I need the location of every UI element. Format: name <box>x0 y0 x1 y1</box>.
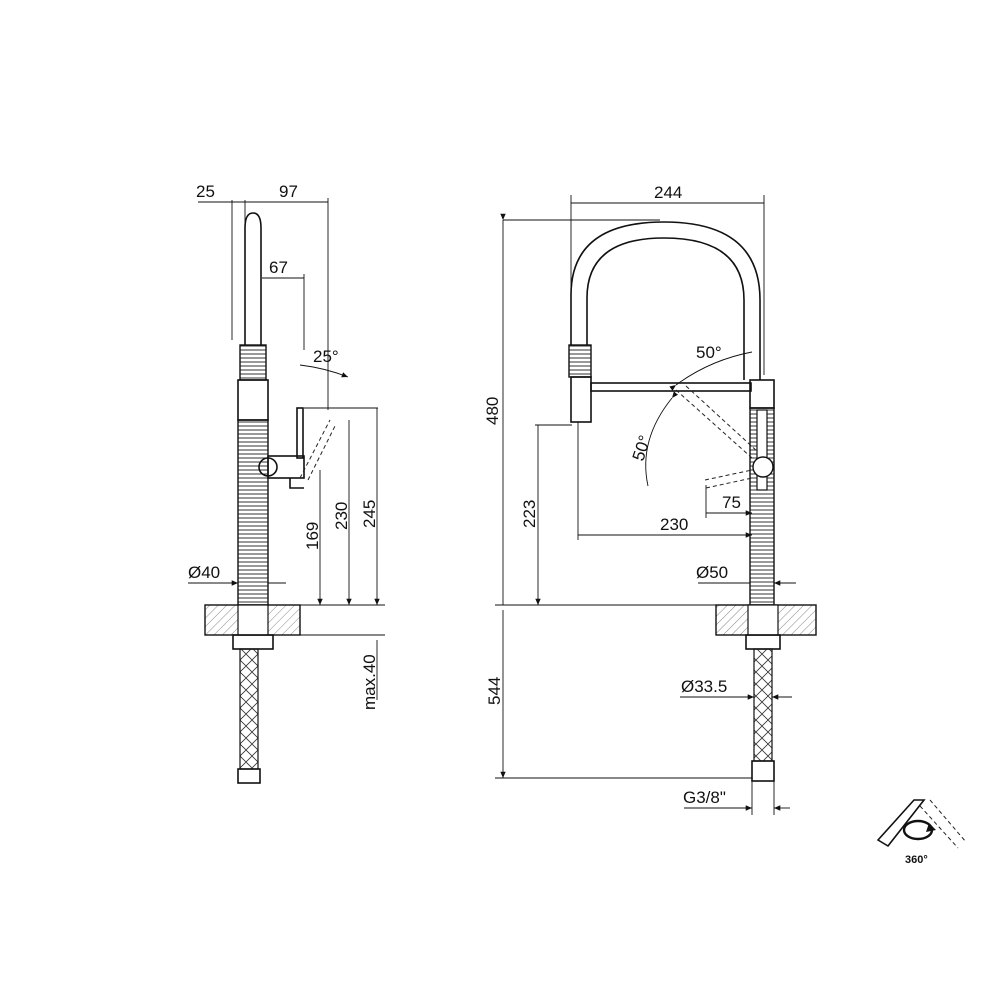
dim-25: 25 <box>196 182 215 201</box>
front-nut <box>745 634 781 650</box>
dim-d50: Ø50 <box>696 563 728 582</box>
dim-g3-8: G3/8" <box>683 788 726 807</box>
side-hose <box>239 648 259 770</box>
dim-angle-50-lower: 50° <box>629 433 655 463</box>
rotation-badge: 360° <box>876 799 967 866</box>
dim-d40: Ø40 <box>188 563 220 582</box>
dim-230-front: 230 <box>660 515 688 534</box>
side-view: 25 97 67 25° 169 230 245 max.40 Ø40 <box>188 182 385 784</box>
dim-480: 480 <box>483 397 502 425</box>
dim-244: 244 <box>654 183 682 202</box>
dim-67: 67 <box>269 258 288 277</box>
front-body-top <box>749 379 775 409</box>
dim-d33-5: Ø33.5 <box>681 677 727 696</box>
dim-544: 544 <box>485 677 504 705</box>
rotation-arrow-icon <box>876 799 967 849</box>
dim-max40: max.40 <box>360 654 379 710</box>
side-spring-upper <box>239 344 267 381</box>
dim-angle-25: 25° <box>313 347 339 366</box>
dim-169: 169 <box>303 522 322 550</box>
dim-75: 75 <box>722 493 741 512</box>
dim-230-side: 230 <box>332 502 351 530</box>
side-body <box>237 419 269 606</box>
side-spout <box>244 212 262 345</box>
rotation-label: 360° <box>905 854 928 866</box>
side-holder <box>237 379 269 421</box>
front-spray-head <box>570 376 592 423</box>
side-fitting <box>237 768 261 784</box>
front-lever-knob <box>752 456 774 478</box>
front-view: 244 480 223 50° 50° 75 230 Ø50 544 <box>483 183 817 815</box>
side-nut <box>232 634 274 650</box>
front-fitting <box>751 760 775 782</box>
front-spray-spring <box>568 344 592 378</box>
dim-245: 245 <box>360 500 379 528</box>
front-holder-bar <box>590 382 752 392</box>
front-spout-arch <box>570 221 761 380</box>
dim-angle-50-upper: 50° <box>696 343 722 362</box>
dim-223: 223 <box>520 500 539 528</box>
side-lever <box>258 407 337 489</box>
dim-97: 97 <box>279 182 298 201</box>
front-hose <box>753 648 773 762</box>
